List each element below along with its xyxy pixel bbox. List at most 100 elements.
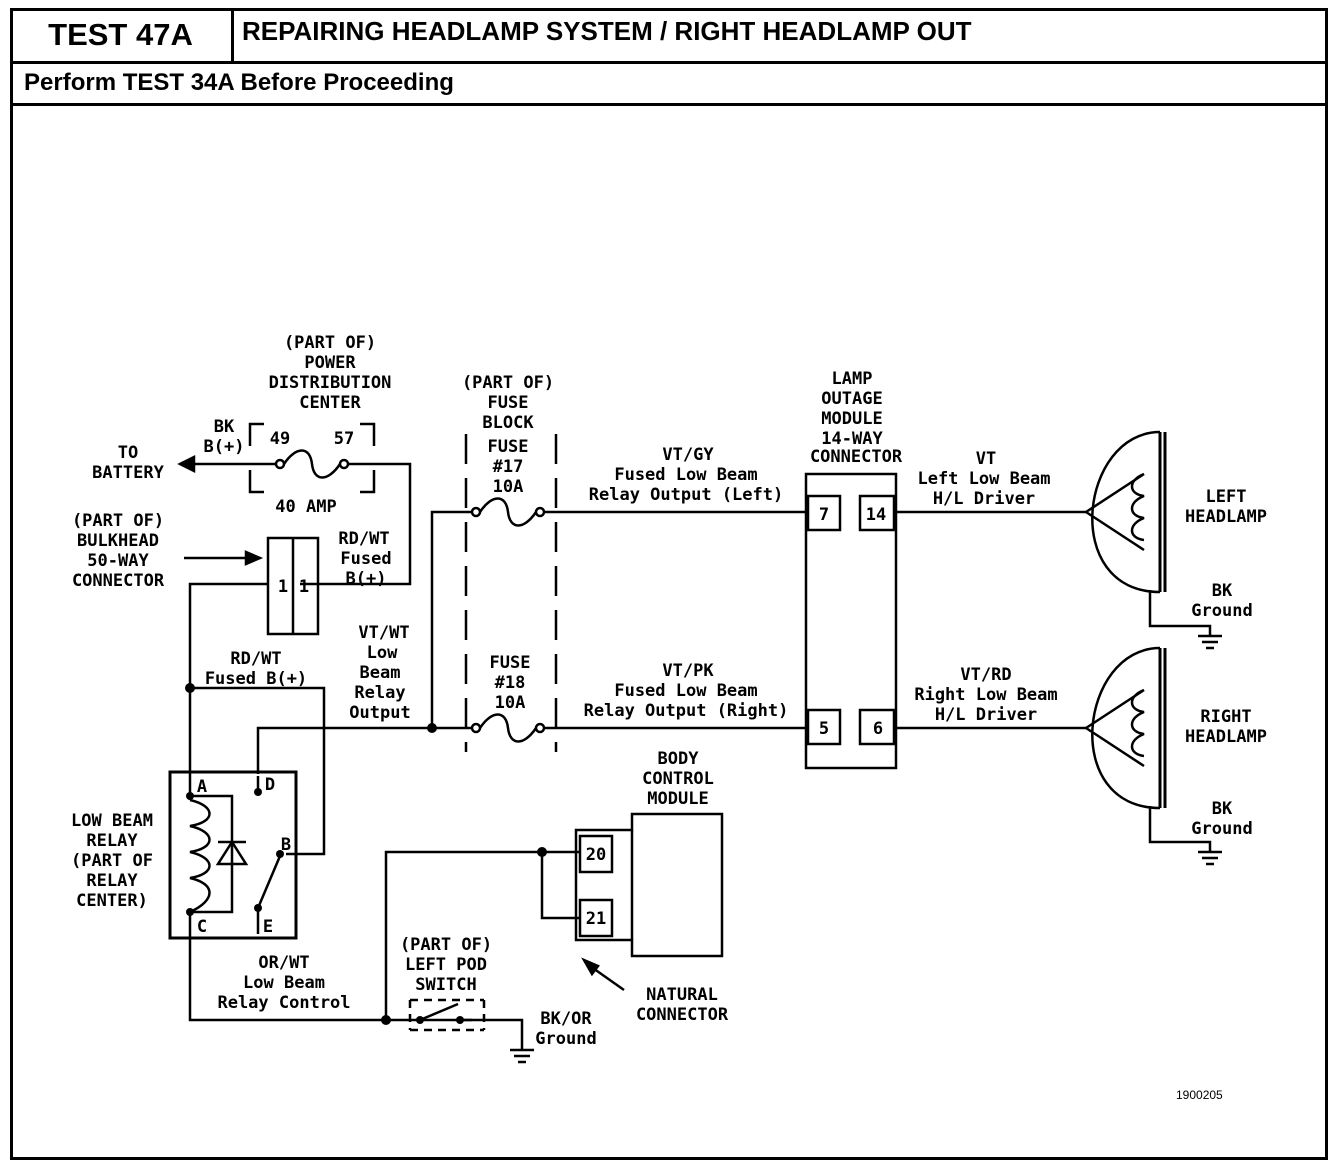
wire-vtwt-up xyxy=(430,510,472,728)
bcm-box xyxy=(574,812,724,958)
bulkhead-label: 50-WAY xyxy=(87,551,149,571)
bcm-label: MODULE xyxy=(647,789,708,809)
wire-bcm-20 xyxy=(384,850,580,1020)
headlamp-label: HEADLAMP xyxy=(1185,507,1267,527)
wire-label: Fused B(+) xyxy=(205,669,307,689)
wire-orwt xyxy=(188,936,472,1022)
battery-label: B(+) xyxy=(204,437,245,457)
wire-label: Fused Low Beam xyxy=(614,681,757,701)
lom-connector xyxy=(804,472,898,770)
ground-label: Ground xyxy=(1191,601,1252,621)
wire-label: OR/WT xyxy=(258,953,309,973)
figure-code: 1900205 xyxy=(1176,1088,1223,1102)
headlamp-label: RIGHT xyxy=(1200,707,1251,727)
wire-label: Low xyxy=(367,643,398,663)
fuse-label: 10A xyxy=(495,693,526,713)
wire-label: Relay Output (Right) xyxy=(584,701,789,721)
pdc-rating: 40 AMP xyxy=(275,497,336,517)
switch-label: SWITCH xyxy=(415,975,476,995)
relay-label: LOW BEAM xyxy=(71,811,153,831)
bcm-pin: 21 xyxy=(586,909,606,929)
lom-label: 14-WAY xyxy=(821,429,883,449)
pdc-label: DISTRIBUTION xyxy=(269,373,392,393)
test-id: TEST 47A xyxy=(10,8,234,61)
wire-label: B(+) xyxy=(346,569,387,589)
wire-label: RD/WT xyxy=(230,649,281,669)
fuse-label: #17 xyxy=(493,457,524,477)
headlamp-label: LEFT xyxy=(1206,487,1247,507)
fuse-block-label: BLOCK xyxy=(482,413,534,433)
wire-label: VT/PK xyxy=(662,661,714,681)
natural-connector-label: CONNECTOR xyxy=(636,1005,729,1025)
relay-diode xyxy=(215,839,249,866)
pdc-label: (PART OF) xyxy=(284,333,376,353)
switch-label: (PART OF) xyxy=(400,935,492,955)
right-ground-wire xyxy=(1148,806,1212,852)
page-frame xyxy=(10,8,1328,1160)
lom-label: CONNECTOR xyxy=(810,447,903,467)
bulkhead-label: (PART OF) xyxy=(72,511,164,531)
switch-label: LEFT POD xyxy=(405,955,487,975)
relay-label: (PART OF xyxy=(71,851,153,871)
bcm-label: BODY xyxy=(658,749,700,769)
relay-label: CENTER) xyxy=(76,891,148,911)
wire-label: VT xyxy=(976,449,996,469)
wire-vtwt xyxy=(256,726,472,774)
lom-pin: 5 xyxy=(819,719,829,739)
relay-switch xyxy=(256,855,282,909)
ground-label: Ground xyxy=(1191,819,1252,839)
pdc-bracket xyxy=(248,422,376,494)
wire-label: VT/WT xyxy=(358,623,409,643)
wire-label: Fused Low Beam xyxy=(614,465,757,485)
left-ground-wire xyxy=(1148,590,1212,636)
pdc-label: POWER xyxy=(304,353,356,373)
relay-coil xyxy=(189,798,211,914)
relay-pin: D xyxy=(265,775,275,795)
bulkhead-label: BULKHEAD xyxy=(77,531,159,551)
relay-label: RELAY xyxy=(86,871,138,891)
wire-label: Low Beam xyxy=(243,973,325,993)
wire-rdwt-left xyxy=(188,582,268,774)
lom-pin: 6 xyxy=(873,719,883,739)
header-bar: TEST 47A REPAIRING HEADLAMP SYSTEM / RIG… xyxy=(10,8,1328,64)
pod-switch-blade xyxy=(419,1002,459,1022)
relay-box xyxy=(168,770,298,940)
wire-label: H/L Driver xyxy=(935,705,1037,725)
splice-points xyxy=(185,683,547,1025)
battery-label: BATTERY xyxy=(92,463,164,483)
ground-label: BK/OR xyxy=(540,1009,592,1029)
wire-label: Relay Output (Left) xyxy=(589,485,783,505)
wire-label: H/L Driver xyxy=(933,489,1035,509)
relay-label: RELAY xyxy=(86,831,138,851)
lom-pin: 7 xyxy=(819,505,829,525)
pdc-pin: 57 xyxy=(334,429,354,449)
wire-label: Relay Control xyxy=(217,993,350,1013)
wire-rdwt-top xyxy=(300,462,412,586)
right-headlamp-shell xyxy=(1091,646,1161,810)
ground-label: BK xyxy=(1212,799,1233,819)
wire-bkor xyxy=(460,1018,524,1050)
fuse-18 xyxy=(478,713,538,743)
pod-switch-outline xyxy=(408,1000,486,1030)
pdc-pin: 49 xyxy=(270,429,290,449)
relay-pin: B xyxy=(281,835,291,855)
lom-label: OUTAGE xyxy=(821,389,882,409)
page-title: REPAIRING HEADLAMP SYSTEM / RIGHT HEADLA… xyxy=(242,16,972,46)
fuse-label: FUSE xyxy=(488,437,529,457)
left-headlamp-shell xyxy=(1091,430,1161,594)
wire-label: VT/RD xyxy=(960,665,1011,685)
fuse-block-label: FUSE xyxy=(488,393,529,413)
fuse-label: #18 xyxy=(495,673,526,693)
bcm-label: CONTROL xyxy=(642,769,714,789)
wire-label: VT/GY xyxy=(662,445,714,465)
battery-label: BK xyxy=(214,417,235,437)
wire-rdwt-relay-b xyxy=(190,686,326,856)
wire-label: Fused xyxy=(340,549,391,569)
headlamp-label: HEADLAMP xyxy=(1185,727,1267,747)
bcm-pin: 20 xyxy=(586,845,606,865)
fuse-block-label: (PART OF) xyxy=(462,373,554,393)
fuse-label: 10A xyxy=(493,477,524,497)
bulkhead-label: CONNECTOR xyxy=(72,571,165,591)
natural-connector-label: NATURAL xyxy=(646,985,718,1005)
fuse-17 xyxy=(478,497,538,527)
